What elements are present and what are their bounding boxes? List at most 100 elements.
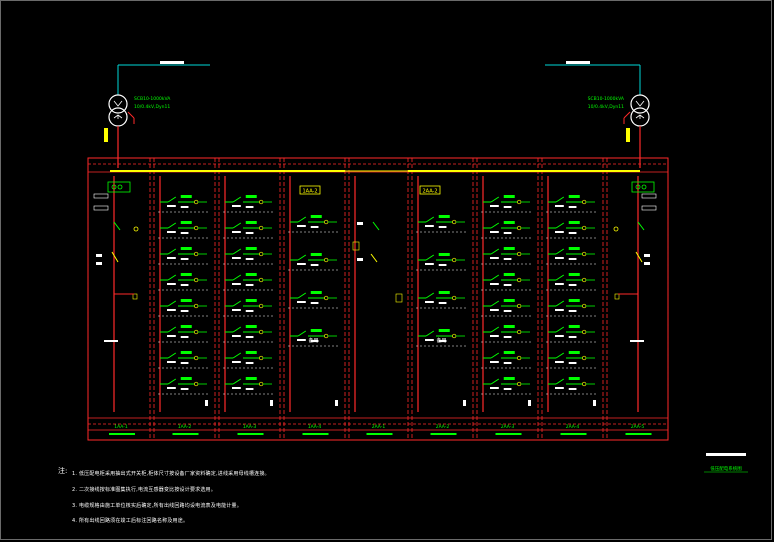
bus-section-tag: 1AA-2 [299,185,321,195]
value-chip [167,257,176,259]
ct-icon [582,251,587,257]
legend-bar [706,453,746,456]
terminal-block [395,293,403,303]
breaker-arm [490,196,500,203]
feeder-circuit [288,215,339,233]
terminal-block [132,293,138,300]
ct-icon [517,355,522,361]
breaker-arm [167,326,177,333]
value-chip [503,258,512,260]
breaker-arm [232,274,242,281]
value-chip [438,340,447,342]
value-chip [167,361,176,363]
feeder-circuit [288,291,339,309]
value-chip [310,226,319,228]
ct-icon [582,355,587,361]
breaker-arm [167,222,177,229]
ct-icon [193,381,199,387]
breaker-arm [425,330,435,337]
terminal-block [352,241,360,251]
ct-bar [104,128,108,142]
value-chip [490,387,499,389]
feeder-circuit [481,325,532,343]
value-chip [232,257,241,259]
tag-label: 1AA-2 [302,189,317,195]
ct-icon [517,199,522,205]
panel-id-underline [109,433,135,435]
ct-icon [517,277,522,283]
value-chip [232,205,241,207]
breaker-body [180,247,192,250]
feeder-circuit [546,247,597,265]
value-chip [245,232,254,234]
feeder-circuit [481,351,532,369]
delta-mark [635,100,645,107]
terminal-icon [613,226,619,232]
value-chip [555,361,564,363]
breaker-body [180,377,192,380]
panel-1AA-1: 1AA-1 [93,176,139,435]
label-plate [641,205,657,211]
value-chip [205,400,208,406]
transformer-rating: SCB10-1000kVA [134,96,171,102]
label-plate [93,205,109,211]
ct-icon [259,355,264,361]
ct-icon [324,333,329,339]
value-chip [104,340,118,342]
ct-icon [582,381,587,387]
breaker-body [180,273,192,276]
value-chip [555,205,564,207]
breaker-arm [167,352,177,359]
breaker-arm [490,248,500,255]
label-plate [93,193,109,199]
breaker-arm [232,222,242,229]
ct-icon [193,251,199,257]
value-chip [568,206,577,208]
breaker-body [568,299,580,302]
value-chip [425,263,434,265]
panel-id: 1AA-3 [243,424,257,430]
breaker-body [568,351,580,354]
breaker-body [438,291,450,294]
meter-icon [117,184,123,190]
breaker-body [310,253,322,256]
winding-primary [108,94,128,114]
breaker-arm [555,352,565,359]
value-chip [490,283,499,285]
cable-tag [160,61,184,64]
bus-section-tag: 2AA-2 [419,185,441,195]
value-chip [245,258,254,260]
breaker-body [568,377,580,380]
breaker-body [310,329,322,332]
ct-icon [259,251,264,257]
value-chip [297,339,306,341]
ct-icon [517,303,522,309]
value-chip [232,361,241,363]
ct-bar [626,128,630,142]
value-chip [96,262,102,265]
feeder-circuit [546,325,597,343]
feeder-circuit [223,299,274,317]
breaker-body [568,221,580,224]
panel-2AA-3: 2AA-3 [481,176,532,435]
label-plate [641,193,657,199]
feeder-circuit [481,377,532,395]
value-chip [490,205,499,207]
breaker-arm [167,196,177,203]
panel-id-underline [430,433,457,435]
ct-icon [259,277,264,283]
feeder-circuit [481,247,532,265]
value-chip [463,400,466,406]
breaker-body [503,221,515,224]
value-chip [335,400,338,406]
breaker-arm [232,352,242,359]
value-chip [310,302,319,304]
breaker-arm [297,216,307,223]
feeder-circuit [481,299,532,317]
feeder-circuit [223,351,274,369]
feeder-circuit [416,215,467,233]
value-chip [167,335,176,337]
feeder-circuit [546,377,597,395]
